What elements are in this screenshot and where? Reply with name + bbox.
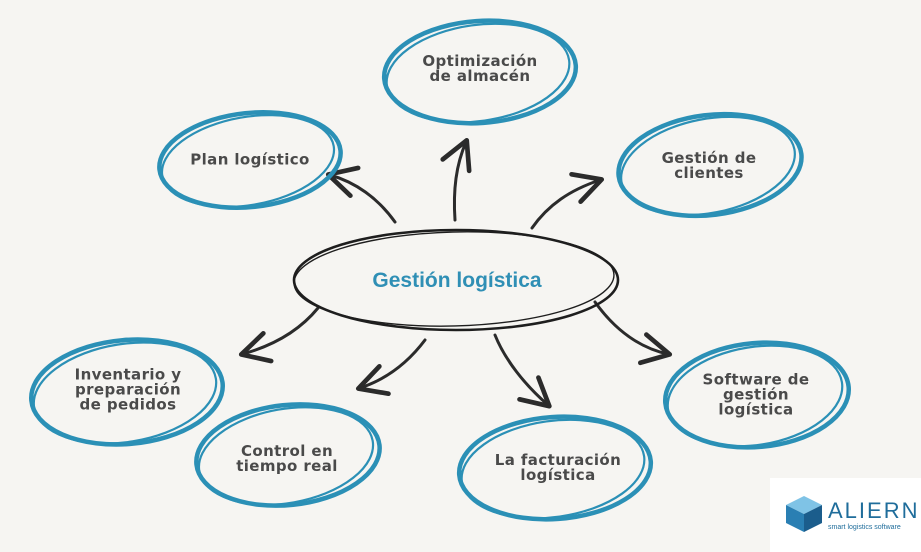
center-node [292, 228, 620, 332]
arrow-to-control [355, 338, 427, 397]
node-label-clientes: Gestión de clientes [662, 151, 757, 181]
node-line: de pedidos [79, 395, 177, 414]
node-ring-control [194, 402, 382, 508]
node-line: Inventario y [74, 365, 182, 384]
arrow-to-software [593, 300, 673, 366]
alierne-logo: ALIERNE smart logistics software [770, 478, 921, 552]
node-line: preparación [74, 380, 182, 399]
node-ring-inventario [29, 337, 225, 447]
node-label-facturacion: La facturación logística [495, 453, 621, 483]
node-label-inventario: Inventario y preparación de pedidos [74, 365, 182, 414]
node-label-plan: Plan logístico [190, 150, 310, 169]
cube-logo-icon [786, 496, 822, 532]
center-label: Gestión logística [372, 269, 542, 292]
node-line: clientes [674, 164, 744, 182]
node-line: Plan logístico [190, 150, 310, 169]
node-ring-almacen [381, 18, 579, 126]
node-line: logística [520, 466, 596, 484]
node-label-control: Control en tiempo real [236, 444, 338, 474]
node-ring-clientes [616, 111, 804, 219]
node-line: Software de [702, 370, 810, 389]
node-ring-software [662, 340, 852, 450]
node-label-software: Software de gestión logística [702, 370, 810, 419]
arrow-to-plan [325, 165, 397, 224]
node-line: tiempo real [236, 457, 338, 475]
arrow-to-clientes [530, 171, 605, 230]
logo-wordmark: ALIERNE [828, 498, 921, 523]
node-line: La facturación [494, 451, 622, 469]
arrow-to-almacen [440, 138, 472, 222]
node-line: Optimización [422, 52, 538, 70]
node-label-almacen: Optimización de almacén [422, 54, 537, 84]
arrows [238, 138, 673, 409]
node-ring-facturacion [456, 414, 654, 522]
node-line: logística [718, 400, 794, 419]
node-line: gestión [723, 385, 789, 404]
arrow-to-facturacion [493, 333, 552, 409]
node-ring-plan [157, 110, 343, 210]
logo-tagline: smart logistics software [828, 524, 901, 531]
arrow-to-inventario [238, 306, 320, 364]
node-line: Control en [240, 442, 334, 460]
node-line: Gestión de [661, 149, 757, 167]
node-line: de almacén [429, 67, 531, 85]
